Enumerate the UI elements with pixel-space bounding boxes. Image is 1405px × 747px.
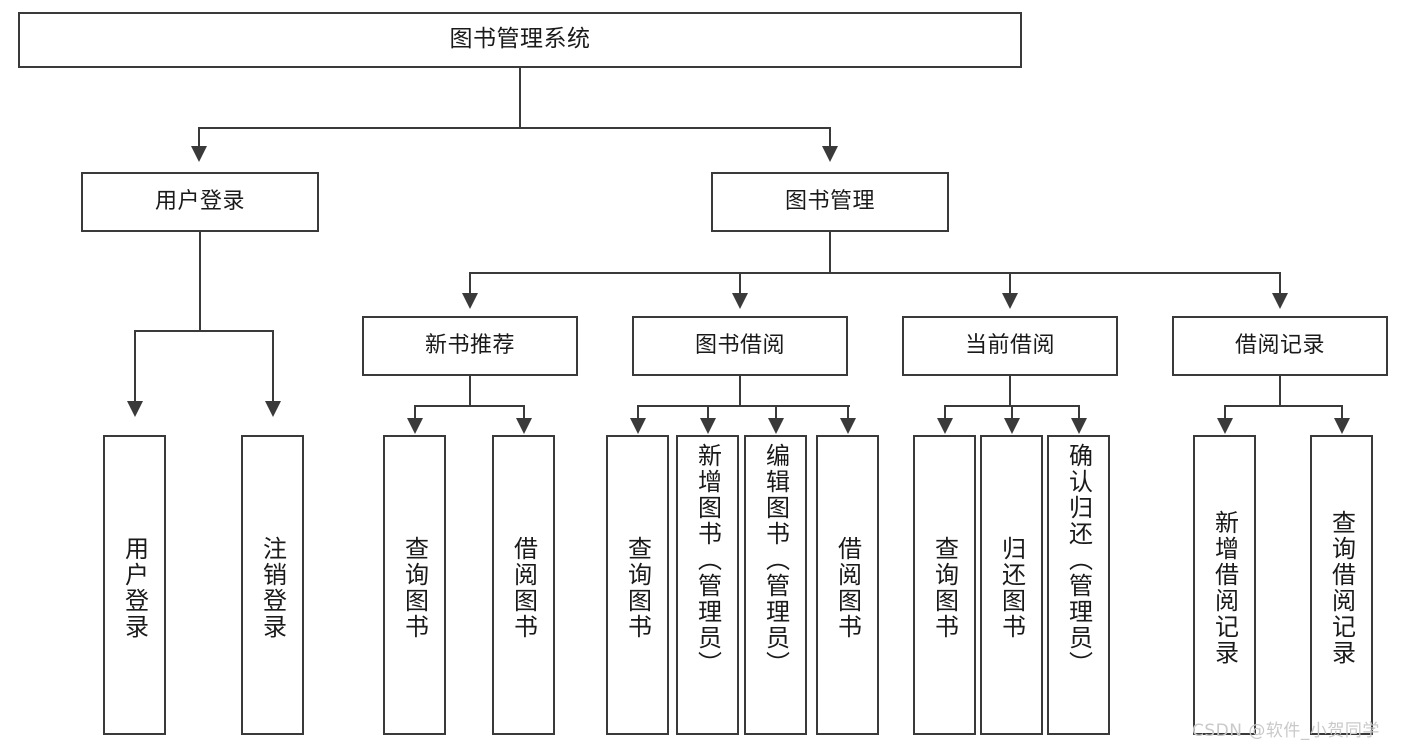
node-book-borrow[interactable]: 图书借阅 <box>632 316 848 376</box>
node-label: 编辑图书（管理员） <box>761 443 790 677</box>
leaf-borrow-book-recommend[interactable]: 借阅图书 <box>492 435 555 735</box>
node-current-borrow[interactable]: 当前借阅 <box>902 316 1118 376</box>
leaf-borrow-book[interactable]: 借阅图书 <box>816 435 879 735</box>
leaf-add-book-admin[interactable]: 新增图书（管理员） <box>676 435 739 735</box>
arrow-down-icon <box>191 146 207 162</box>
leaf-confirm-return-admin[interactable]: 确认归还（管理员） <box>1047 435 1110 735</box>
node-book-management[interactable]: 图书管理 <box>711 172 949 232</box>
arrow-down-icon <box>732 293 748 309</box>
node-label: 图书管理系统 <box>449 26 591 53</box>
arrow-down-icon <box>1071 418 1087 434</box>
connector-drop-book-borrow <box>739 272 741 294</box>
node-label: 确认归还（管理员） <box>1064 443 1093 677</box>
node-label: 新增借阅记录 <box>1210 510 1239 666</box>
arrow-down-icon <box>840 418 856 434</box>
node-new-book-recommend[interactable]: 新书推荐 <box>362 316 578 376</box>
connector-bus <box>414 405 524 407</box>
connector-stem <box>1279 376 1281 406</box>
connector-root-stem <box>519 68 521 128</box>
connector-stem <box>1009 376 1011 406</box>
node-label: 图书管理 <box>784 189 875 215</box>
watermark-text: CSDN @软件_小贺同学 <box>1192 721 1380 741</box>
connector-drop-leaf <box>523 405 525 419</box>
node-root-system[interactable]: 图书管理系统 <box>18 12 1022 68</box>
node-label: 借阅记录 <box>1234 333 1325 359</box>
node-label: 查询借阅记录 <box>1327 510 1356 666</box>
connector-drop-book-manage <box>829 127 831 147</box>
arrow-down-icon <box>462 293 478 309</box>
connector-drop-leaf <box>707 405 709 419</box>
leaf-return-book[interactable]: 归还图书 <box>980 435 1043 735</box>
arrow-down-icon <box>407 418 423 434</box>
connector-bus <box>1224 405 1342 407</box>
arrow-down-icon <box>516 418 532 434</box>
connector-drop-leaf <box>1078 405 1080 419</box>
leaf-query-book-recommend[interactable]: 查询图书 <box>383 435 446 735</box>
leaf-user-login[interactable]: 用户登录 <box>103 435 166 735</box>
connector-drop-leaf <box>944 405 946 419</box>
arrow-down-icon <box>937 418 953 434</box>
connector-drop-user-login <box>198 127 200 147</box>
arrow-down-icon <box>700 418 716 434</box>
node-borrow-record[interactable]: 借阅记录 <box>1172 316 1388 376</box>
connector-drop-current-borrow <box>1009 272 1011 294</box>
leaf-query-borrow-record[interactable]: 查询借阅记录 <box>1310 435 1373 735</box>
connector-drop-leaf <box>1011 405 1013 419</box>
connector-drop-leaf <box>1224 405 1226 419</box>
connector-stem <box>469 376 471 406</box>
leaf-logout[interactable]: 注销登录 <box>241 435 304 735</box>
arrow-down-icon <box>127 401 143 417</box>
connector-drop-new-book <box>469 272 471 294</box>
connector-drop-leaf <box>272 330 274 402</box>
connector-drop-leaf <box>775 405 777 419</box>
arrow-down-icon <box>1002 293 1018 309</box>
connector-user-login-bus <box>134 330 274 332</box>
connector-drop-leaf <box>414 405 416 419</box>
connector-drop-leaf <box>134 330 136 402</box>
connector-user-login-stem <box>199 232 201 331</box>
connector-book-manage-bus <box>469 272 1281 274</box>
node-label: 用户登录 <box>154 189 245 215</box>
node-label: 当前借阅 <box>964 333 1055 359</box>
arrow-down-icon <box>1217 418 1233 434</box>
node-label: 查询图书 <box>400 536 429 640</box>
connector-stem <box>739 376 741 406</box>
connector-root-bus <box>198 127 830 129</box>
connector-bus <box>637 405 850 407</box>
node-label: 新增图书（管理员） <box>693 443 722 677</box>
node-label: 借阅图书 <box>833 536 862 640</box>
leaf-edit-book-admin[interactable]: 编辑图书（管理员） <box>744 435 807 735</box>
arrow-down-icon <box>1334 418 1350 434</box>
arrow-down-icon <box>265 401 281 417</box>
connector-drop-borrow-record <box>1279 272 1281 294</box>
node-label: 用户登录 <box>120 536 149 640</box>
node-label: 查询图书 <box>623 536 652 640</box>
node-label: 归还图书 <box>997 536 1026 640</box>
node-label: 图书借阅 <box>694 333 785 359</box>
connector-book-manage-stem <box>829 232 831 273</box>
arrow-down-icon <box>1004 418 1020 434</box>
leaf-query-book-borrow[interactable]: 查询图书 <box>606 435 669 735</box>
leaf-query-book-current[interactable]: 查询图书 <box>913 435 976 735</box>
arrow-down-icon <box>1272 293 1288 309</box>
connector-drop-leaf <box>847 405 849 419</box>
leaf-add-borrow-record[interactable]: 新增借阅记录 <box>1193 435 1256 735</box>
arrow-down-icon <box>630 418 646 434</box>
arrow-down-icon <box>768 418 784 434</box>
node-label: 注销登录 <box>258 536 287 640</box>
node-label: 新书推荐 <box>424 333 515 359</box>
node-label: 借阅图书 <box>509 536 538 640</box>
node-user-login[interactable]: 用户登录 <box>81 172 319 232</box>
connector-drop-leaf <box>1341 405 1343 419</box>
connector-drop-leaf <box>637 405 639 419</box>
arrow-down-icon <box>822 146 838 162</box>
node-label: 查询图书 <box>930 536 959 640</box>
